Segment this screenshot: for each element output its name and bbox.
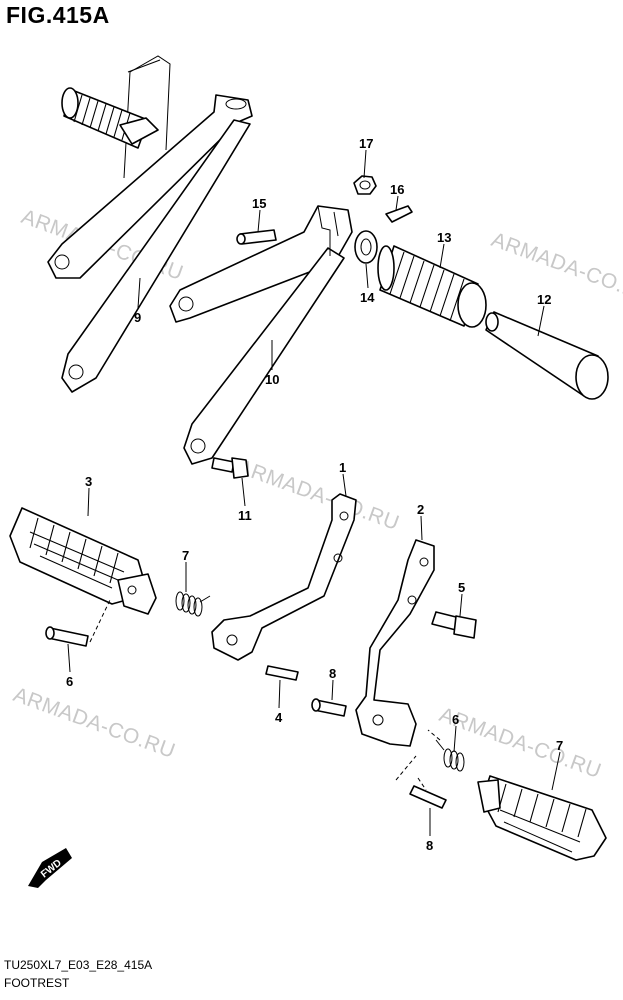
callout-13: 13 [437, 230, 451, 245]
part-6-pin [45, 626, 89, 647]
watermark: ARMADA-CO.RU [488, 228, 623, 308]
callout-12: 12 [537, 292, 551, 307]
callout-11: 11 [238, 508, 252, 523]
part-2-footrest-bracket [355, 539, 435, 747]
part-4-footrest [477, 775, 607, 861]
part-1-footrest-bracket [211, 493, 357, 661]
watermark: ARMADA-CO.RU [10, 683, 178, 763]
part-8-cotter-pin [409, 785, 447, 809]
part-15-pin [236, 229, 277, 245]
callout-6: 6 [66, 674, 73, 689]
part-13-grip [377, 245, 487, 328]
callout-9: 9 [134, 310, 141, 325]
callout-10: 10 [265, 372, 279, 387]
model-code: TU250XL7_E03_E28_415A [4, 958, 153, 972]
part-9-rear-footrest-bracket [47, 55, 253, 393]
callout-15: 15 [252, 196, 266, 211]
callout-6: 8 [329, 666, 336, 681]
callout-8: 4 [275, 710, 283, 725]
part-17-nut [353, 175, 377, 195]
callout-14: 14 [360, 290, 375, 305]
part-10-footrest-bracket [169, 205, 353, 465]
part-7-spring [175, 591, 211, 617]
part-3-footrest [9, 507, 157, 615]
part-9-grip [61, 87, 159, 149]
part-6-pin [311, 698, 347, 717]
part-16-cotter-pin [385, 205, 413, 223]
section-name: FOOTREST [4, 976, 70, 990]
callout-16: 16 [390, 182, 404, 197]
callout-4: 7 [556, 738, 563, 753]
callout-2: 2 [417, 502, 424, 517]
callout-3: 3 [85, 474, 92, 489]
callout-1: 1 [339, 460, 346, 475]
watermark: ARMADA-CO.RU [234, 455, 402, 535]
watermark: ARMADA-CO.RU [436, 703, 604, 783]
part-7-spring [435, 739, 465, 772]
part-14-washer [354, 230, 378, 264]
part-11-bolt [211, 457, 249, 479]
callout-8: 8 [426, 838, 433, 853]
fwd-direction-badge: FWD [28, 848, 72, 888]
part-12-shaft [485, 311, 609, 400]
part-8-cotter-pin [265, 665, 299, 681]
callout-7: 6 [452, 712, 459, 727]
part-5-bolt [431, 611, 477, 639]
callout-5: 5 [458, 580, 465, 595]
callout-7: 7 [182, 548, 189, 563]
callout-17: 17 [359, 136, 373, 151]
figure-title: FIG.415A [6, 2, 110, 28]
